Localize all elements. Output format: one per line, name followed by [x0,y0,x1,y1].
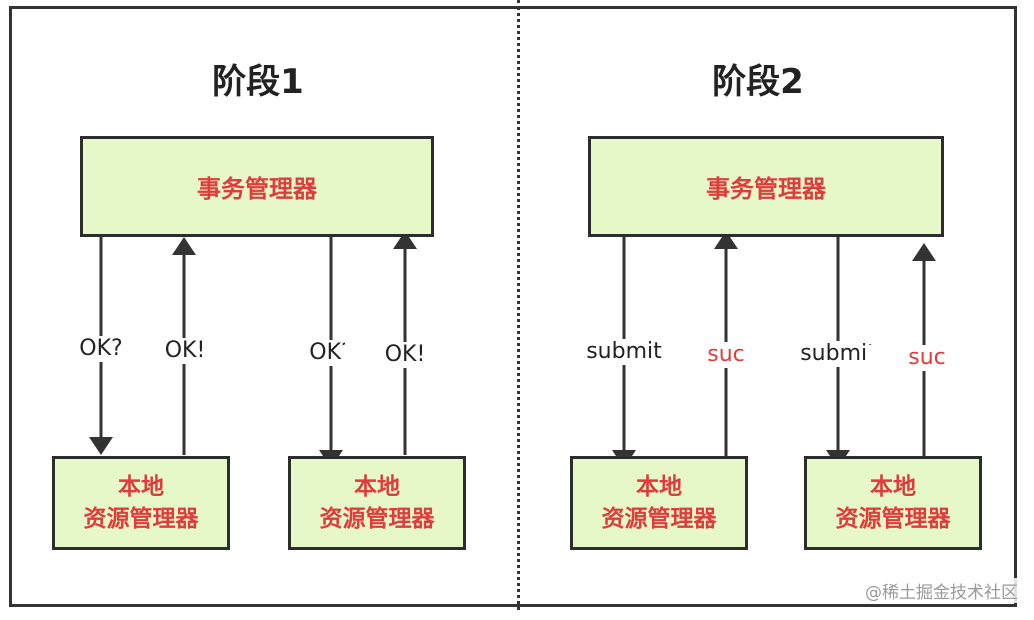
phase1-transaction-manager: 事务管理器 [80,136,434,237]
phase2-rm-right-line1: 本地 [870,474,916,500]
phase1-title: 阶段1 [212,62,304,102]
phase1-label-ok-reply-1: OK! [125,338,245,364]
phase1-transaction-manager-label: 事务管理器 [197,175,317,203]
phase2-transaction-manager-label: 事务管理器 [706,175,826,203]
phase2-resource-manager-left: 本地 资源管理器 [570,456,748,550]
phase-divider [517,0,520,610]
phase2-resource-manager-right: 本地 资源管理器 [804,456,982,550]
phase2-transaction-manager: 事务管理器 [588,136,944,237]
phase1-rm-right-line1: 本地 [354,474,400,500]
phase2-label-suc-2: suc [867,345,987,371]
phase1-resource-manager-right: 本地 资源管理器 [288,456,466,550]
phase1-rm-right-line2: 资源管理器 [319,506,435,532]
phase2-label-submit-1: submit [564,339,684,365]
phase2-rm-left-line2: 资源管理器 [601,506,717,532]
phase2-title: 阶段2 [712,62,804,102]
watermark: @稀土掘金技术社区 [865,578,1018,603]
phase2-rm-left-line1: 本地 [636,474,682,500]
phase1-rm-left-line1: 本地 [118,474,164,500]
phase1-rm-left-line2: 资源管理器 [83,506,199,532]
phase2-label-suc-1: suc [666,342,786,368]
phase2-rm-right-line2: 资源管理器 [835,506,951,532]
phase1-resource-manager-left: 本地 资源管理器 [52,456,230,550]
phase1-label-ok-reply-2: OK! [345,342,465,368]
